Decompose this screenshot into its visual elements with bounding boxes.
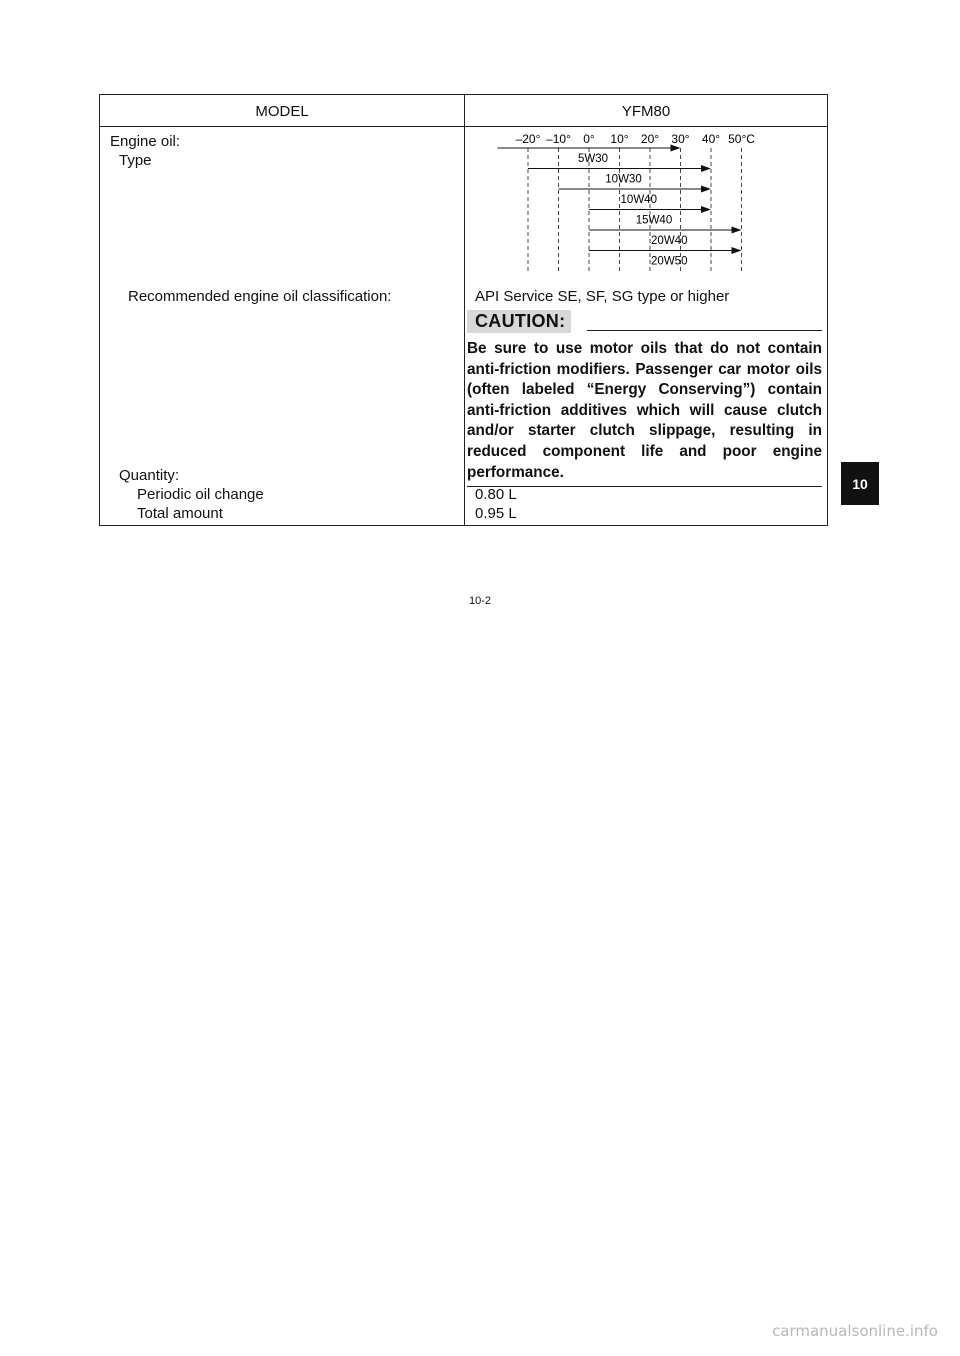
classification-value: API Service SE, SF, SG type or higher	[475, 288, 730, 305]
grade-label: 10W30	[605, 174, 641, 186]
temp-label: –10°	[546, 132, 571, 146]
caution-rule-bottom	[467, 486, 822, 488]
temp-label: 20°	[641, 132, 659, 146]
header-rule	[100, 126, 827, 127]
spec-table: MODEL YFM80	[99, 94, 828, 526]
column-divider	[464, 95, 465, 525]
caution-rule-top	[587, 330, 822, 331]
caution-text: Be sure to use motor oils that do not co…	[467, 340, 822, 481]
header-model: MODEL	[255, 103, 309, 120]
engine-oil-label: Engine oil:	[110, 133, 181, 150]
grade-label: 20W50	[651, 256, 687, 268]
total-amount-label: Total amount	[137, 505, 223, 522]
temp-label: 10°	[610, 132, 628, 146]
grade-arrowhead	[731, 226, 742, 234]
watermark: carmanualsonline.info	[772, 1322, 938, 1340]
quantity-label: Quantity:	[119, 467, 180, 484]
grade-arrowhead	[701, 206, 711, 213]
periodic-oil-change-value: 0.80 L	[475, 486, 517, 503]
caution-box: CAUTION: Be sure to use motor oils that …	[467, 310, 822, 488]
grade-arrowhead	[731, 247, 742, 254]
temp-label: –20°	[516, 132, 541, 146]
grade-arrowhead	[701, 165, 711, 172]
oil-viscosity-chart: –20° –10° 0° 10° 20° 30° 40° 50°C 5W30 10W30 10W4…	[497, 132, 755, 273]
grade-arrowhead	[701, 185, 711, 193]
classification-label: Recommended engine oil classification:	[128, 288, 392, 305]
grade-label: 5W30	[578, 153, 608, 165]
grade-label: 10W40	[621, 194, 657, 206]
grade-label: 20W40	[651, 235, 687, 247]
temp-label: 0°	[583, 132, 595, 146]
grade-arrowhead	[670, 144, 681, 152]
temp-label: 50°C	[728, 132, 755, 146]
caution-label: CAUTION:	[467, 310, 572, 333]
grade-label: 15W40	[636, 215, 672, 227]
header-model-value: YFM80	[621, 103, 671, 120]
page-number: 10-2	[468, 595, 492, 607]
type-label: Type	[119, 152, 152, 169]
total-amount-value: 0.95 L	[475, 505, 517, 522]
periodic-oil-change-label: Periodic oil change	[137, 486, 264, 503]
chapter-tab: 10	[841, 462, 879, 505]
temp-label: 40°	[702, 132, 720, 146]
temp-label: 30°	[671, 132, 689, 146]
